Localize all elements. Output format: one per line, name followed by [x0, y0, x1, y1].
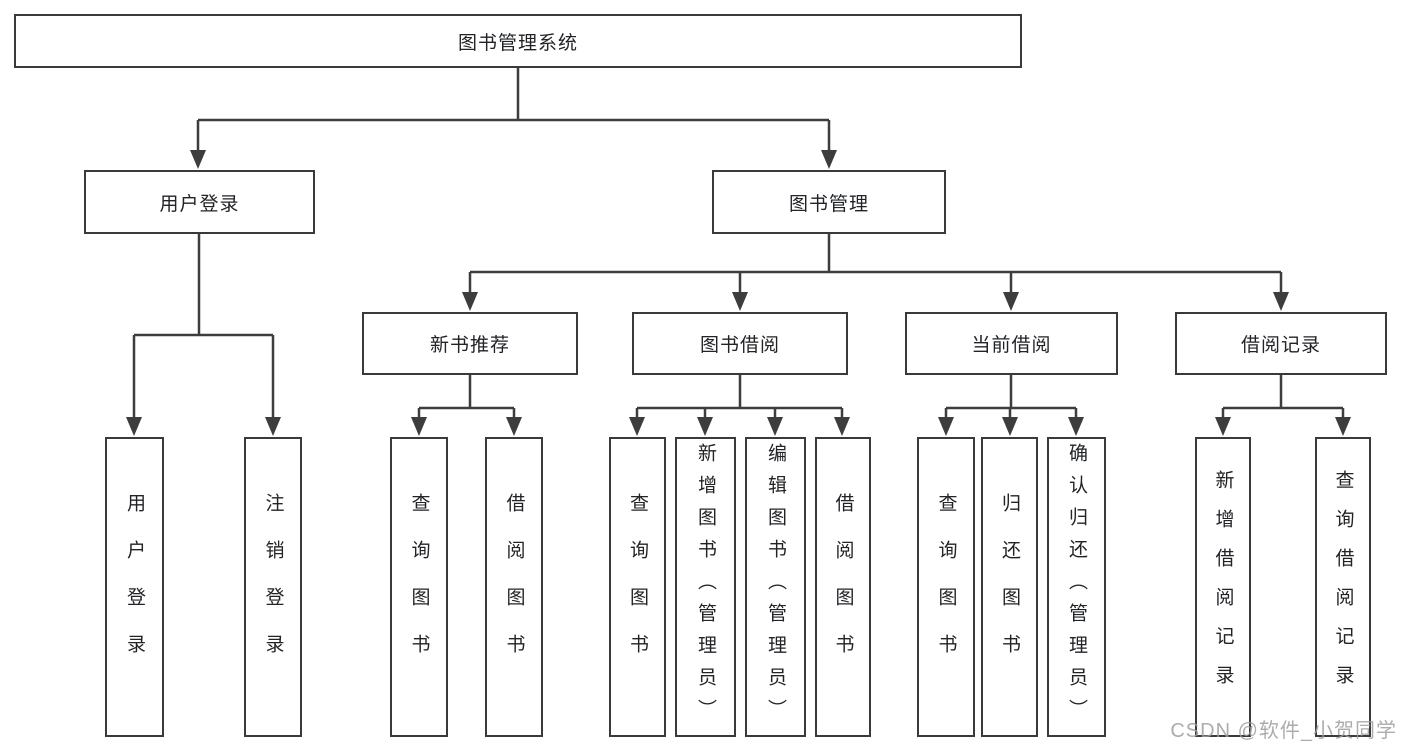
leaf-query-borrow-record: 查询借阅记录 [1315, 437, 1371, 737]
leaf-borrow-book-recommend: 借阅图书 [485, 437, 543, 737]
leaf-query-book-current: 查询图书 [917, 437, 975, 737]
node-label: 确认归还（管理员） [1066, 443, 1087, 731]
leaf-confirm-return-admin: 确认归还（管理员） [1047, 437, 1106, 737]
node-user-login: 用户登录 [84, 170, 315, 234]
node-label: 查询图书 [408, 493, 430, 681]
node-label: 图书管理 [788, 193, 869, 215]
node-label: 新书推荐 [429, 335, 510, 356]
leaf-return-book: 归还图书 [981, 437, 1038, 737]
leaf-user-login: 用户登录 [105, 437, 164, 737]
node-label: 查询图书 [627, 493, 648, 681]
leaf-add-borrow-record: 新增借阅记录 [1195, 437, 1251, 737]
node-label: 新增借阅记录 [1212, 470, 1234, 704]
leaf-logout: 注销登录 [244, 437, 302, 737]
node-label: 图书管理系统 [457, 32, 578, 54]
node-label: 当前借阅 [971, 335, 1052, 356]
leaf-add-book-admin: 新增图书（管理员） [675, 437, 736, 737]
node-library-system-root: 图书管理系统 [14, 14, 1022, 68]
node-book-management: 图书管理 [712, 170, 946, 234]
node-new-book-recommend: 新书推荐 [362, 312, 578, 375]
node-label: 注销登录 [262, 493, 284, 681]
leaf-borrow-book: 借阅图书 [815, 437, 871, 737]
node-label: 借阅图书 [503, 493, 525, 681]
node-borrow-records: 借阅记录 [1175, 312, 1387, 375]
node-label: 查询图书 [935, 493, 957, 681]
arrowheads [126, 150, 1351, 436]
node-current-borrow: 当前借阅 [905, 312, 1118, 375]
node-label: 新增图书（管理员） [695, 443, 716, 731]
node-book-borrow: 图书借阅 [632, 312, 848, 375]
node-label: 归还图书 [999, 493, 1020, 681]
csdn-watermark: CSDN @软件_小贺同学 [1170, 720, 1397, 742]
node-label: 用户登录 [124, 493, 145, 681]
leaf-query-book-recommend: 查询图书 [390, 437, 448, 737]
node-label: 图书借阅 [699, 335, 780, 356]
node-label: 用户登录 [159, 193, 240, 215]
node-label: 借阅图书 [832, 493, 854, 681]
node-label: 借阅记录 [1240, 335, 1321, 356]
node-label: 编辑图书（管理员） [765, 443, 786, 731]
node-label: 查询借阅记录 [1332, 470, 1354, 704]
leaf-edit-book-admin: 编辑图书（管理员） [745, 437, 806, 737]
leaf-query-book-borrow: 查询图书 [609, 437, 666, 737]
